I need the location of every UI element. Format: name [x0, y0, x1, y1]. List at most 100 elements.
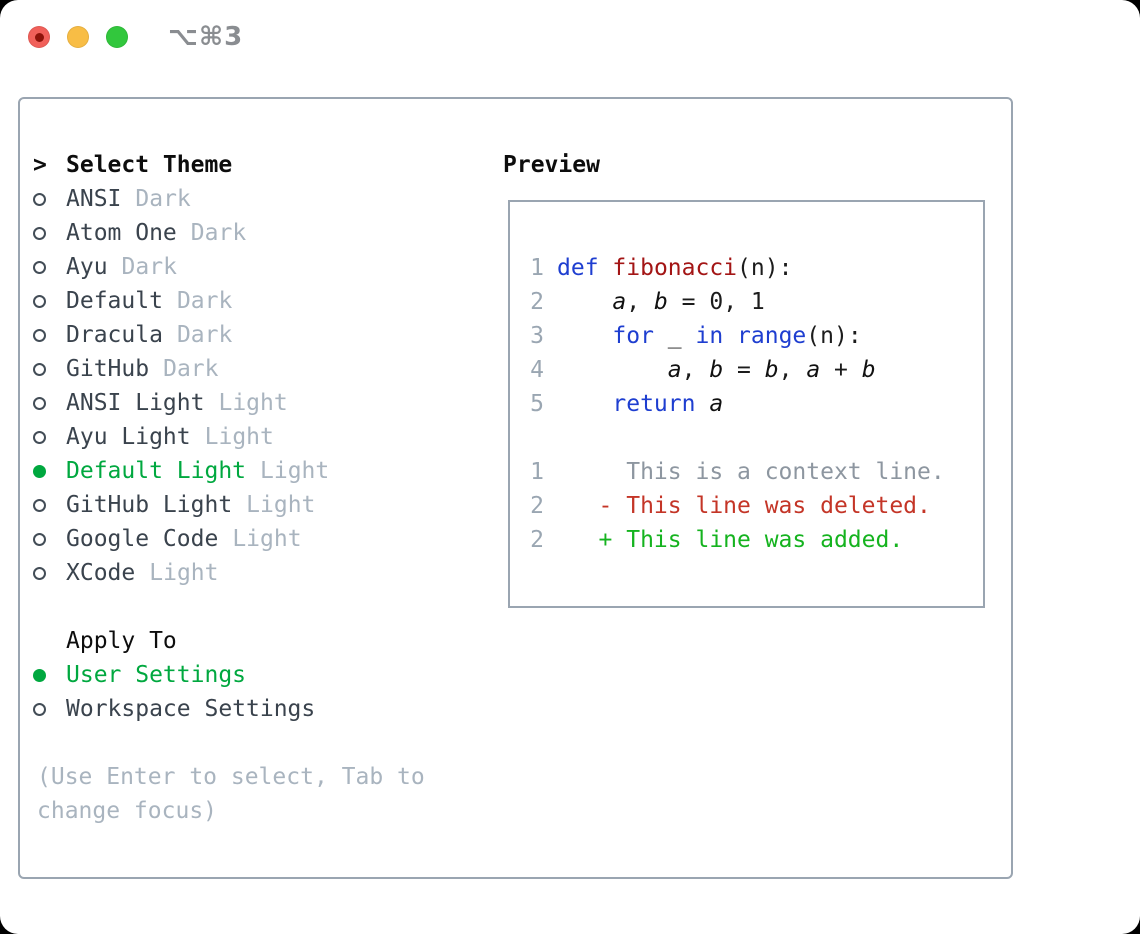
token-plain — [723, 323, 737, 349]
token-kw: return — [612, 391, 696, 417]
token-plain: , — [626, 289, 654, 315]
radio-selected-icon — [33, 668, 46, 682]
token-fn: fibonacci — [612, 255, 738, 281]
radio-marker — [33, 260, 66, 274]
theme-name: ANSI — [66, 186, 122, 212]
theme-name: Google Code — [66, 526, 219, 552]
diff-text: This is a context line. — [557, 459, 945, 485]
token-var: a — [667, 357, 682, 383]
radio-marker — [33, 328, 66, 342]
theme-name: Default Light — [66, 458, 247, 484]
line-number: 1 — [530, 459, 544, 485]
line-number: 2 — [530, 289, 544, 315]
line-number: 1 — [530, 255, 544, 281]
radio-icon — [33, 498, 46, 512]
theme-variant-tag: Dark — [121, 254, 177, 280]
selection-cursor: > — [33, 152, 66, 178]
theme-variant-tag: Light — [149, 560, 219, 586]
code-text: for _ in range(n): — [557, 323, 861, 349]
code-line: 1 def fibonacci(n): — [510, 251, 983, 285]
theme-option-ansi-light[interactable]: ANSI Light Light — [33, 386, 329, 420]
token-var: a — [806, 357, 821, 383]
theme-name: GitHub — [66, 356, 150, 382]
theme-list-heading-row: > Select Theme — [33, 148, 329, 182]
close-button[interactable] — [28, 26, 50, 48]
preview-heading: Preview — [503, 152, 600, 178]
diff-line-deleted: 2 - This line was deleted. — [510, 489, 983, 523]
radio-icon — [33, 396, 46, 410]
theme-name: ANSI Light — [66, 390, 205, 416]
radio-icon — [33, 328, 46, 342]
code-text: return a — [557, 391, 723, 417]
theme-variant-tag: Light — [246, 492, 316, 518]
apply-option-label: User Settings — [66, 662, 247, 688]
line-number: 2 — [530, 493, 544, 519]
token-kw: for — [612, 323, 654, 349]
radio-marker — [33, 668, 66, 682]
radio-marker — [33, 192, 66, 206]
apply-to-heading-row: Apply To — [33, 624, 315, 658]
minimize-button[interactable] — [67, 26, 89, 48]
radio-marker — [33, 226, 66, 240]
radio-icon — [33, 260, 46, 274]
radio-marker — [33, 294, 66, 308]
code-line: 5 return a — [510, 387, 983, 421]
preview-box: 1 def fibonacci(n): 2 a, b = 0, 1 3 for _ i… — [508, 200, 985, 608]
diff-text: + This line was added. — [557, 527, 904, 553]
zoom-button[interactable] — [106, 26, 128, 48]
code-text: a, b = 0, 1 — [557, 289, 764, 315]
radio-icon — [33, 362, 46, 376]
theme-name: Atom One — [66, 220, 177, 246]
code-text: a, b = b, a + b — [557, 357, 876, 383]
theme-list-heading: Select Theme — [66, 152, 233, 178]
apply-option-workspace-settings[interactable]: Workspace Settings — [33, 692, 315, 726]
token-plain — [557, 357, 668, 383]
prompt-icon: > — [33, 152, 47, 178]
token-kw: def — [557, 255, 599, 281]
token-plain — [557, 323, 612, 349]
token-plain: = — [723, 357, 765, 383]
diff-line-context: 1 This is a context line. — [510, 455, 983, 489]
token-var: b — [764, 357, 779, 383]
line-number: 3 — [530, 323, 544, 349]
radio-marker — [33, 430, 66, 444]
token-plain: _ — [653, 323, 696, 349]
line-number: 5 — [530, 391, 544, 417]
theme-name: Default — [66, 288, 163, 314]
apply-option-user-settings[interactable]: User Settings — [33, 658, 315, 692]
token-var: b — [653, 289, 668, 315]
radio-marker — [33, 532, 66, 546]
radio-icon — [33, 532, 46, 546]
title-bar: ⌥⌘3 — [0, 0, 1140, 75]
token-plain: , — [681, 357, 710, 383]
token-kw: in — [695, 323, 724, 349]
radio-marker — [33, 498, 66, 512]
token-var: b — [709, 357, 724, 383]
radio-icon — [33, 294, 46, 308]
diff-line-added: 2 + This line was added. — [510, 523, 983, 557]
apply-to-heading: Apply To — [66, 628, 177, 654]
diff-text: - This line was deleted. — [557, 493, 931, 519]
token-kw: range — [737, 323, 807, 349]
preview-code: 1 def fibonacci(n): 2 a, b = 0, 1 3 for _ i… — [510, 251, 983, 557]
token-plain: (n): — [737, 255, 793, 281]
blank-line — [510, 421, 983, 455]
code-text: def fibonacci(n): — [557, 255, 792, 281]
code-line: 4 a, b = b, a + b — [510, 353, 983, 387]
theme-option-ayu[interactable]: Ayu Dark — [33, 250, 329, 284]
theme-name: Ayu — [66, 254, 108, 280]
theme-variant-tag: Light — [218, 390, 288, 416]
